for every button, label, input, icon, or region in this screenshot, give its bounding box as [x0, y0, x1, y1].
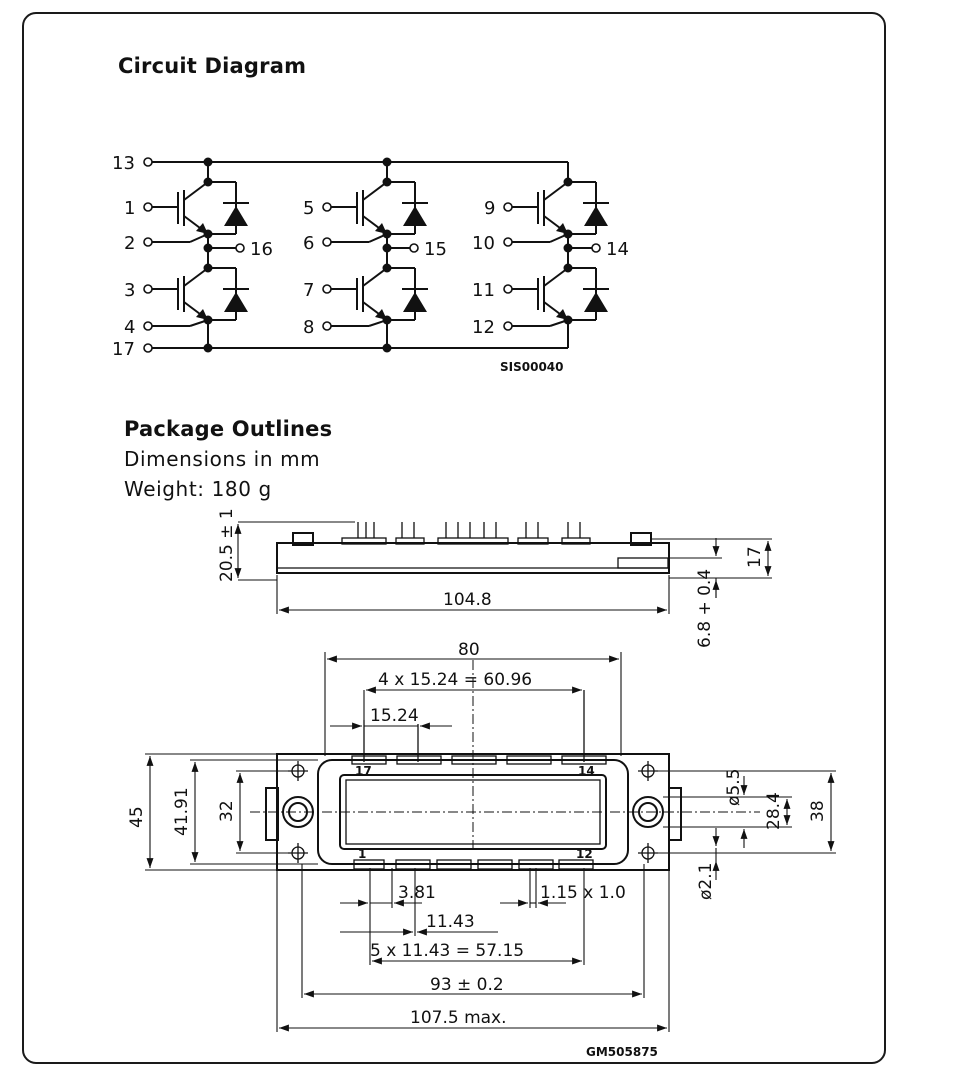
leg-3: 9 10 11 12 14 — [472, 162, 629, 348]
pin-label-17: 17 — [112, 339, 135, 360]
pin-label-15: 15 — [424, 239, 447, 260]
top-view: 17 14 1 12 80 4 x 15.24 = 60.96 15.24 — [127, 640, 836, 1059]
dim-pitch: 15.24 — [370, 706, 419, 726]
pin-mark-17: 17 — [355, 764, 372, 778]
pin-label-10: 10 — [472, 233, 495, 254]
dim-length: 104.8 — [443, 590, 492, 610]
dim-body-height: 17 — [745, 546, 765, 568]
document-frame — [22, 12, 886, 1064]
pin-mark-14: 14 — [578, 764, 595, 778]
pin-label-5: 5 — [303, 198, 314, 219]
dim-11-43: 11.43 — [426, 912, 475, 932]
dim-hole-diameter: ø5.5 — [724, 769, 744, 806]
pin-label-14: 14 — [606, 239, 629, 260]
dim-3-81: 3.81 — [398, 883, 436, 903]
circuit-diagram-heading: Circuit Diagram — [118, 54, 307, 78]
pin-mark-12: 12 — [576, 847, 593, 861]
pin-label-9: 9 — [484, 198, 495, 219]
pin-label-2: 2 — [124, 233, 135, 254]
dim-93: 93 ± 0.2 — [430, 975, 504, 995]
pin-label-4: 4 — [124, 317, 135, 338]
dim-max-length: 107.5 max. — [410, 1008, 507, 1028]
pin-label-1: 1 — [124, 198, 135, 219]
dim-pin-length: 6.8 + 0.4 — [695, 569, 715, 648]
package-code: GM505875 — [586, 1045, 658, 1059]
pin-label-13: 13 — [112, 153, 135, 174]
pin-label-6: 6 — [303, 233, 314, 254]
pin-label-16: 16 — [250, 239, 273, 260]
circuit-diagram: 13 17 1 2 3 4 16 — [112, 153, 629, 374]
pin-mark-1: 1 — [358, 847, 366, 861]
circuit-code: SIS00040 — [500, 360, 564, 374]
dim-width-80: 80 — [458, 640, 480, 660]
dim-height-32: 32 — [217, 800, 237, 822]
pin-label-11: 11 — [472, 280, 495, 301]
dim-pitch-top: 4 x 15.24 = 60.96 — [378, 670, 532, 690]
dim-height-38: 38 — [808, 800, 828, 822]
pin-label-8: 8 — [303, 317, 314, 338]
side-view: 20.5 ± 1 104.8 17 6.8 + 0.4 — [217, 508, 772, 648]
dim-height-45: 45 — [127, 806, 147, 828]
leg-1: 1 2 3 4 16 — [124, 162, 273, 348]
leg-2: 5 6 7 8 15 — [303, 162, 447, 348]
weight-note: Weight: 180 g — [124, 477, 272, 501]
package-outlines-heading: Package Outlines — [124, 417, 333, 441]
pin-label-12: 12 — [472, 317, 495, 338]
pin-label-7: 7 — [303, 280, 314, 301]
dim-pitch-bottom: 5 x 11.43 = 57.15 — [370, 941, 524, 961]
dimensions-note: Dimensions in mm — [124, 447, 321, 471]
dim-height-28-4: 28.4 — [764, 792, 784, 830]
dim-height: 20.5 ± 1 — [217, 508, 237, 582]
dim-pin-size: 1.15 x 1.0 — [540, 883, 626, 903]
dim-height-41-91: 41.91 — [172, 787, 192, 836]
dim-small-hole: ø2.1 — [696, 863, 716, 900]
pin-label-3: 3 — [124, 280, 135, 301]
